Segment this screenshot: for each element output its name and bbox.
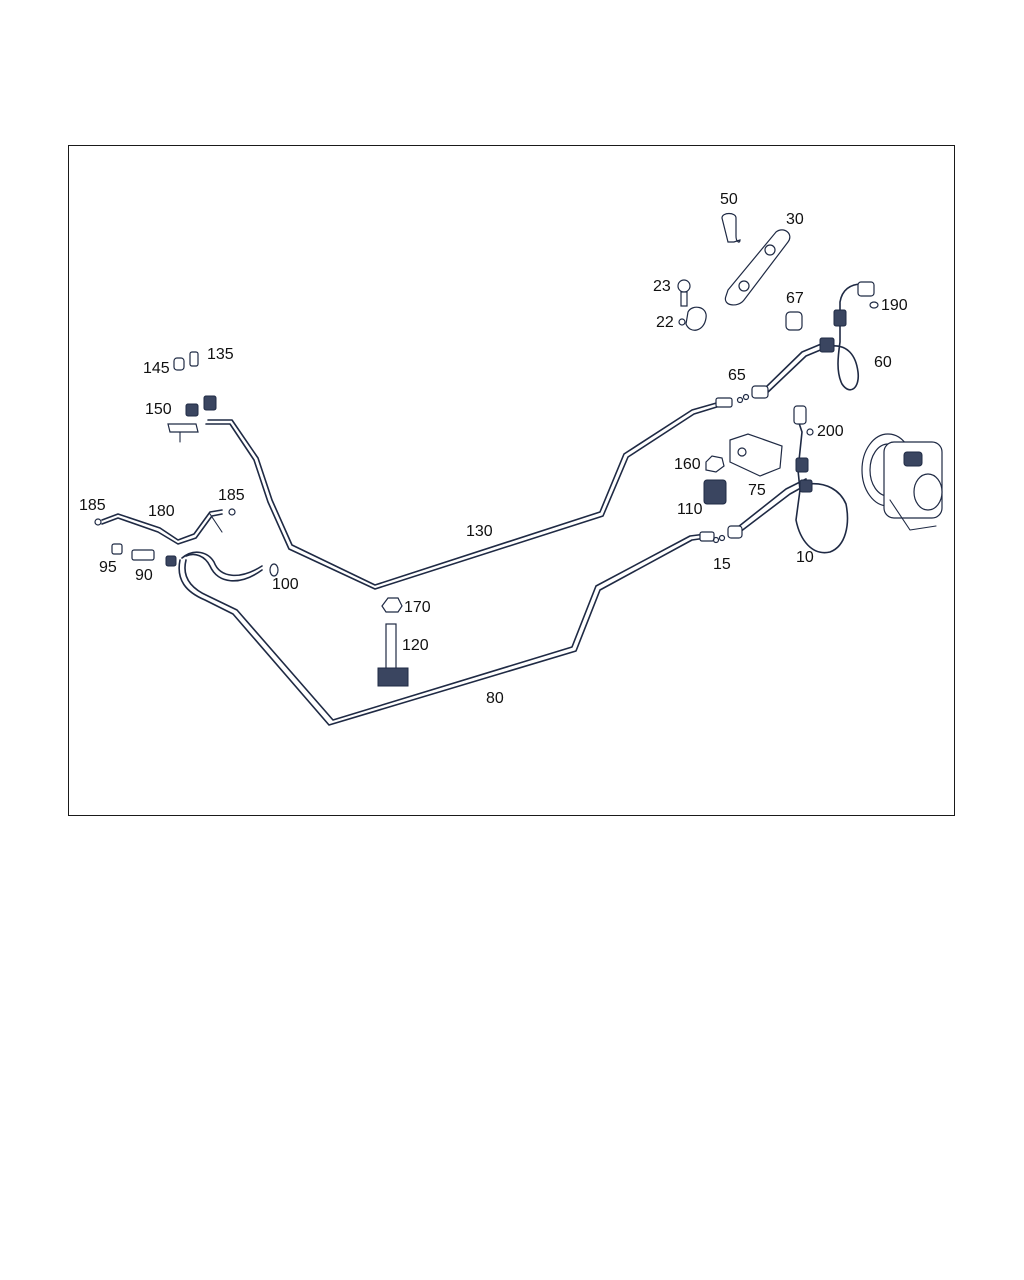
callout-185-left: 185 <box>79 497 106 514</box>
callout-65: 65 <box>728 367 746 384</box>
callout-23: 23 <box>653 278 671 295</box>
callout-100: 100 <box>272 576 299 593</box>
compressor <box>861 433 943 531</box>
callout-190: 190 <box>881 297 908 314</box>
callout-135: 135 <box>207 346 234 363</box>
callout-80: 80 <box>486 690 504 707</box>
callout-30: 30 <box>786 211 804 228</box>
callout-10: 10 <box>796 549 814 566</box>
callout-110: 110 <box>677 501 703 518</box>
callout-22: 22 <box>656 314 674 331</box>
callout-75: 75 <box>748 482 766 499</box>
callout-90: 90 <box>135 567 153 584</box>
callout-185-right: 185 <box>218 487 245 504</box>
hose-10 <box>727 405 849 554</box>
callout-130: 130 <box>466 523 493 540</box>
callout-95: 95 <box>99 559 117 576</box>
callout-160: 160 <box>674 456 701 473</box>
callout-170: 170 <box>404 599 431 616</box>
callout-50: 50 <box>720 191 738 208</box>
callout-200: 200 <box>817 423 844 440</box>
pipe-180 <box>94 508 236 545</box>
callout-120: 120 <box>402 637 429 654</box>
callout-60: 60 <box>874 354 892 371</box>
pipe-130 <box>205 397 733 590</box>
callout-150: 150 <box>145 401 172 418</box>
hose-60 <box>751 281 875 399</box>
pipe-80 <box>178 531 715 726</box>
callout-180: 180 <box>148 503 175 520</box>
callout-145: 145 <box>143 360 170 377</box>
diagram-frame <box>68 145 955 816</box>
small-parts <box>111 212 879 687</box>
callout-67: 67 <box>786 290 804 307</box>
callout-15: 15 <box>713 556 731 573</box>
